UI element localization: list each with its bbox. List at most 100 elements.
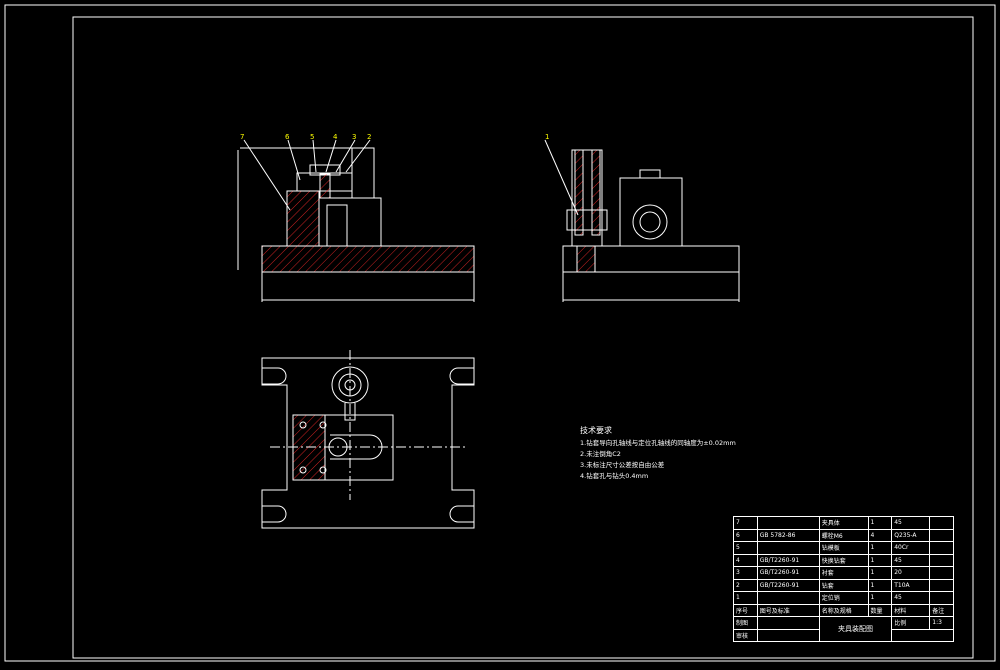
leader-2	[345, 139, 371, 173]
leader-5	[312, 139, 317, 173]
check-label: 审核	[733, 628, 758, 642]
side-bore-outer	[632, 204, 668, 240]
bom-cell-name: 定位销	[818, 591, 869, 605]
bom-cell-qty: 4	[867, 528, 893, 542]
side-column-hatch-right	[591, 149, 601, 236]
side-view	[544, 139, 740, 302]
bom-cell-qty: 1	[867, 591, 893, 605]
bom-cell-name: 快换钻套	[818, 553, 869, 567]
side-column-hatch-left	[574, 149, 584, 236]
bom-cell-code	[756, 516, 820, 530]
drawing-title: 夹具装配图	[818, 616, 893, 642]
leader-7	[243, 139, 291, 211]
slot-top-right	[449, 367, 474, 385]
screw-hole-1	[299, 421, 307, 429]
bom-cell-mat: 45	[891, 516, 931, 530]
bom-cell-name: 钻模板	[818, 541, 869, 555]
part-label-7: 7	[240, 133, 245, 141]
tech-title: 技术要求	[580, 426, 612, 435]
bom-cell-note	[929, 528, 954, 542]
side-column	[571, 149, 603, 247]
bom-cell-qty: 1	[867, 553, 893, 567]
leader-4	[325, 139, 337, 173]
scale-label: 比例	[891, 616, 931, 630]
bom-header-no: 序号	[733, 603, 758, 617]
side-bore-inner	[639, 211, 661, 233]
bom-cell-note	[929, 566, 954, 580]
front-back-plate	[351, 147, 375, 199]
bom-header-note: 备注	[929, 603, 954, 617]
bom-cell-no: 2	[733, 578, 758, 592]
bom-cell-no: 1	[733, 591, 758, 605]
slot-top-left	[262, 367, 287, 385]
bom-cell-mat: 45	[891, 553, 931, 567]
screw-hole-2	[299, 466, 307, 474]
front-workpiece-inner	[326, 204, 348, 247]
bom-cell-note	[929, 553, 954, 567]
slot-bottom-right	[449, 505, 474, 523]
bom-cell-name: 钻套	[818, 578, 869, 592]
bom-header-mat: 材料	[891, 603, 931, 617]
check-value	[756, 628, 820, 642]
title-row-2: 审核	[733, 628, 954, 642]
side-top-knob	[639, 169, 661, 179]
bom-cell-mat: T10A	[891, 578, 931, 592]
screw-hole-3	[319, 421, 327, 429]
bom-cell-name: 夹具体	[818, 516, 869, 530]
top-neck	[344, 403, 356, 421]
title-empty	[891, 628, 954, 642]
bom-cell-no: 7	[733, 516, 758, 530]
draw-label: 制图	[733, 616, 758, 630]
bom-cell-no: 5	[733, 541, 758, 555]
part-label-4: 4	[333, 133, 338, 141]
bom-cell-note	[929, 578, 954, 592]
bom-cell-code: GB/T2260-91	[756, 578, 820, 592]
bom-cell-qty: 1	[867, 516, 893, 530]
leader-1	[544, 139, 579, 216]
part-label-5: 5	[310, 133, 315, 141]
screw-hole-4	[319, 466, 327, 474]
part-label-6: 6	[285, 133, 290, 141]
bom-cell-qty: 1	[867, 578, 893, 592]
bom-cell-note	[929, 516, 954, 530]
bom-cell-code: GB 5782-86	[756, 528, 820, 542]
tech-item-1: 1.钻套导向孔轴线与定位孔轴线的同轴度为±0.02mm	[580, 439, 736, 447]
bom-cell-mat: 20	[891, 566, 931, 580]
leader-6	[287, 139, 301, 181]
part-label-1: 1	[545, 133, 550, 141]
technical-requirements: 技术要求 1.钻套导向孔轴线与定位孔轴线的同轴度为±0.02mm 2.未注倒角C…	[580, 425, 736, 482]
bom-cell-code	[756, 541, 820, 555]
part-label-3: 3	[352, 133, 357, 141]
bom-header-qty: 数量	[867, 603, 893, 617]
bom-cell-no: 4	[733, 553, 758, 567]
draw-value	[756, 616, 820, 630]
front-body-block	[286, 190, 320, 247]
top-base-outline	[261, 357, 475, 529]
front-base-plate	[261, 245, 475, 273]
scale-value: 1:3	[929, 616, 954, 630]
bom-cell-mat: Q235-A	[891, 528, 931, 542]
tech-item-3: 3.未标注尺寸公差按自由公差	[580, 461, 665, 469]
front-drill-bush	[319, 173, 331, 199]
bom-header-code: 图号及标准	[756, 603, 820, 617]
bom-header-name: 名称及规格	[818, 603, 869, 617]
top-locator-outer	[331, 366, 369, 404]
bom-cell-name: 衬套	[818, 566, 869, 580]
top-view	[261, 350, 475, 529]
side-clamp-block	[566, 209, 608, 231]
front-workpiece	[318, 197, 382, 247]
bom-cell-note	[929, 591, 954, 605]
bom-header-row: 序号 图号及标准 名称及规格 数量 材料 备注	[733, 603, 954, 617]
title-row-1: 制图 夹具装配图 比例 1:3	[733, 616, 954, 642]
tech-item-2: 2.未注倒角C2	[580, 450, 621, 458]
outer-border	[4, 4, 996, 662]
